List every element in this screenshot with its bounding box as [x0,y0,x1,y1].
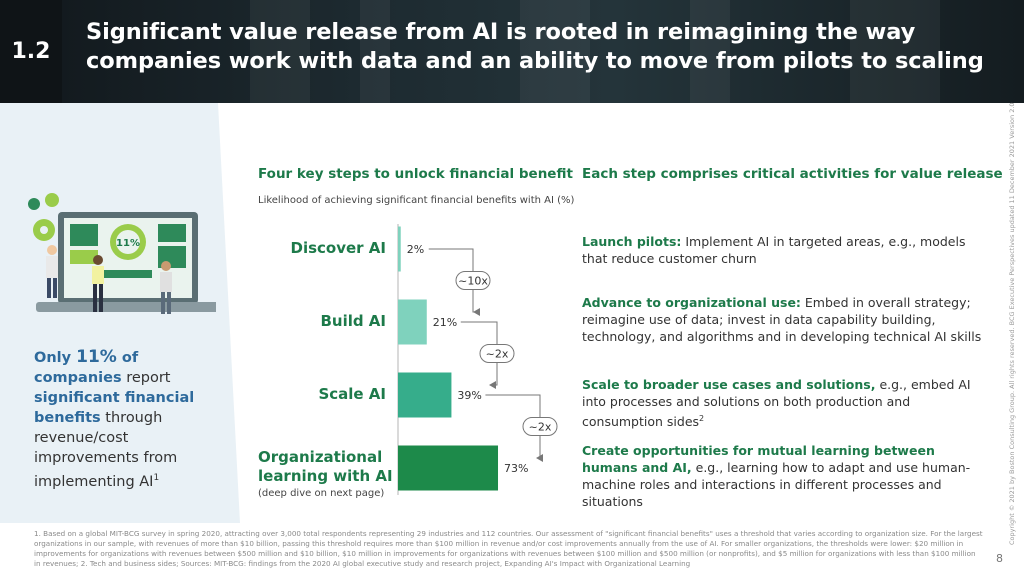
multiplier-label-1: ~10x [458,275,488,288]
bar-value-label-3: 39% [457,389,481,402]
activity-1: Launch pilots: Implement AI in targeted … [582,233,992,267]
illustration-percent: 11% [116,238,140,249]
activity-1-heading: Launch pilots: [582,234,682,249]
left-column-title: Four key steps to unlock financial benef… [258,166,573,182]
bar-value-label-2: 21% [433,316,457,329]
bar-value-label-1: 2% [407,243,424,256]
stat-text-3: companies [34,370,122,386]
chart-title: Likelihood of achieving significant fina… [258,195,575,206]
section-number: 1.2 [0,0,62,103]
multiplier-badge-2 [479,344,515,363]
step-label-learning-line-1: Organizational [258,448,383,466]
key-statistic-text: Only 11% of companies report significant… [34,347,204,492]
stat-percent: 11% [76,347,117,367]
activity-4: Create opportunities for mutual learning… [582,442,992,510]
activity-3-footnote-ref: 2 [699,414,705,423]
bar-3 [398,372,452,418]
activity-1-text: Implement AI in targeted areas, e.g., mo… [582,234,966,266]
gear-icon [28,198,40,210]
business-team-illustration: 11% [28,193,216,314]
page-title: Significant value release from AI is roo… [86,19,984,74]
footnote-ref: 1 [153,473,160,483]
activity-3-text: e.g., embed AI into processes and soluti… [582,377,971,430]
multiplier-arrowhead-3 [536,454,543,462]
step-note: (deep dive on next page) [258,488,385,499]
multiplier-badge-3 [522,417,558,436]
multiplier-badge-1 [455,271,491,290]
bar-value-label-4: 73% [504,462,528,475]
activity-2-text: Embed in overall strategy; reimagine use… [582,295,982,344]
stat-text-4: report [121,370,171,386]
activity-2-heading: Advance to organizational use: [582,295,801,310]
multiplier-arrowhead-2 [489,381,496,389]
stat-text-5: significant financial benefits [34,390,195,426]
copyright: Copyright © 2021 by Boston Consulting Gr… [1008,102,1016,545]
person-icon [47,245,57,255]
multiplier-arrowhead-1 [473,308,480,316]
bar-1 [398,226,401,272]
person-icon [161,261,171,271]
activity-3-heading: Scale to broader use cases and solutions… [582,377,876,392]
activity-3: Scale to broader use cases and solutions… [582,376,992,430]
activity-2: Advance to organizational use: Embed in … [582,294,992,345]
bar-4 [398,445,499,491]
laptop-base [36,302,216,312]
stat-text-1: Only [34,350,77,366]
step-label-build: Build AI [320,312,386,330]
footnote: 1. Based on a global MIT-BCG survey in s… [34,529,983,568]
header-banner: 1.2 Significant value release from AI is… [0,0,1024,103]
step-label-scale: Scale AI [318,385,386,403]
stat-text-6: through revenue/cost improvements from i… [34,410,178,490]
left-panel [0,103,240,523]
step-label-learning-line-2: learning with AI [258,467,393,485]
step-label-learning: Organizational learning with AI [258,448,393,486]
right-column-title: Each step comprises critical activities … [582,166,1003,182]
page-number: 8 [996,552,1003,565]
activity-4-text: e.g., learning how to adapt and use huma… [582,460,971,509]
likelihood-bar-chart: 2% 21% 39% 73% ~10x ~2x ~2x [397,224,558,495]
multiplier-label-2: ~2x [486,348,509,361]
multiplier-label-3: ~2x [529,421,552,434]
bar-2 [398,299,427,345]
step-label-discover: Discover AI [290,239,386,257]
stat-text-2: of [116,350,139,366]
person-icon [93,255,103,265]
activity-4-heading: Create opportunities for mutual learning… [582,443,935,475]
gear-icon [45,193,59,207]
